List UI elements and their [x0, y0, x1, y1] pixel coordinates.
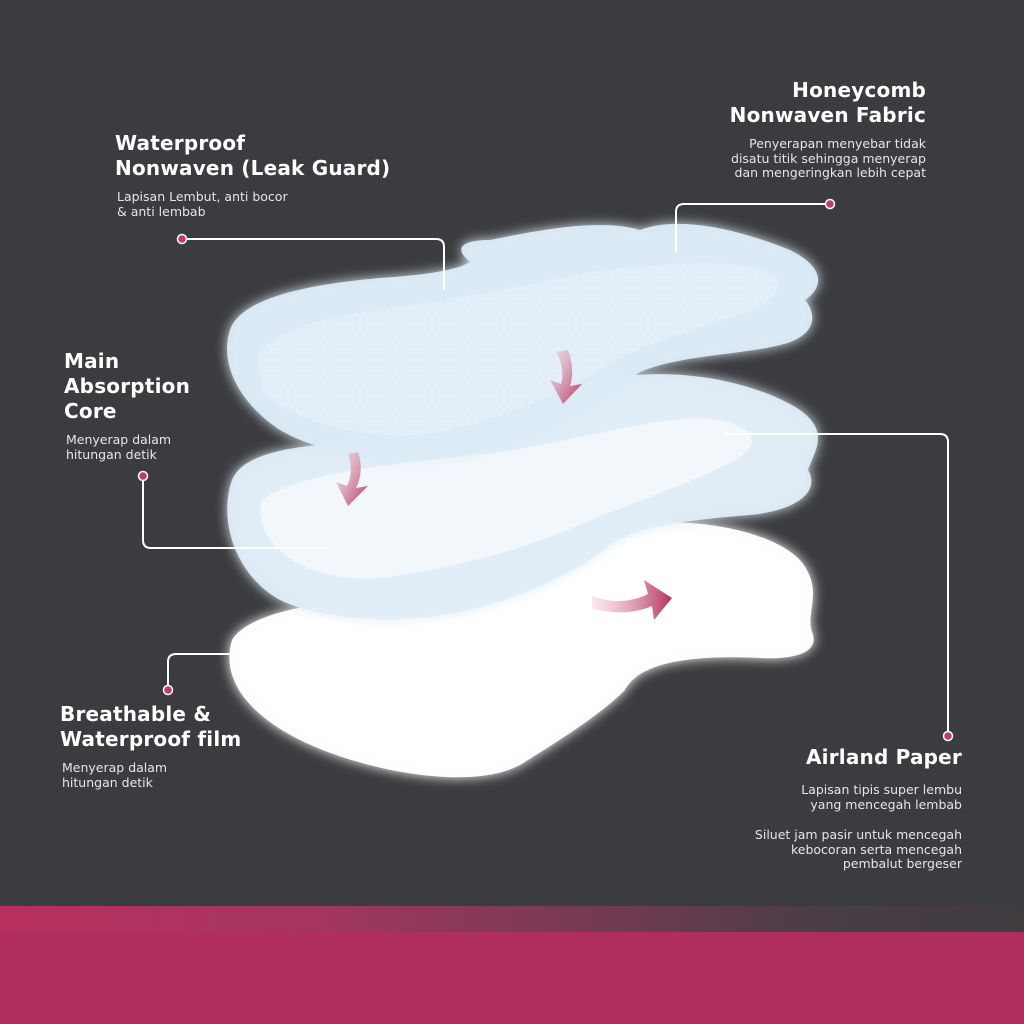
breathable-title: Breathable & Waterproof film [60, 702, 242, 751]
main-core-desc: Menyerap dalam hitungan detik [66, 432, 172, 462]
honeycomb-desc: Penyerapan menyebar tidak disatu titik s… [731, 136, 926, 180]
waterproof-nonwoven-desc: Lapisan Lembut, anti bocor & anti lembab [117, 189, 288, 219]
arrow-right-icon [592, 580, 672, 620]
arrow-down-icon [336, 452, 368, 506]
honeycomb-top-layer [227, 223, 819, 459]
main-core-title: Main Absorption Core [64, 349, 191, 423]
breathable-film-layer [229, 522, 814, 778]
waterproof-nonwoven-label: Waterproof Nonwaven (Leak Guard) Lapisan… [115, 131, 435, 219]
accent-band-gradient [0, 906, 1024, 932]
accent-band [0, 932, 1024, 1024]
arrow-down-icon [550, 350, 582, 404]
waterproof-nonwoven-title: Waterproof Nonwaven (Leak Guard) [115, 131, 391, 180]
main-core-label: Main Absorption Core Menyerap dalam hitu… [64, 349, 284, 462]
leader-dots [137, 198, 954, 742]
honeycomb-title: Honeycomb Nonwaven Fabric [729, 78, 926, 127]
leader-lines [142, 203, 949, 736]
airland-desc-1: Lapisan tipis super lembu yang mencegah … [801, 782, 962, 812]
airland-label: Airland Paper Lapisan tipis super lembu … [662, 745, 962, 872]
airland-desc-2: Siluet jam pasir untuk mencegah kebocora… [754, 827, 962, 871]
airland-title: Airland Paper [805, 745, 962, 769]
honeycomb-label: Honeycomb Nonwaven Fabric Penyerapan men… [596, 78, 926, 181]
absorption-core-layer [227, 374, 818, 620]
breathable-desc: Menyerap dalam hitungan detik [62, 760, 168, 790]
breathable-label: Breathable & Waterproof film Menyerap da… [60, 702, 320, 790]
